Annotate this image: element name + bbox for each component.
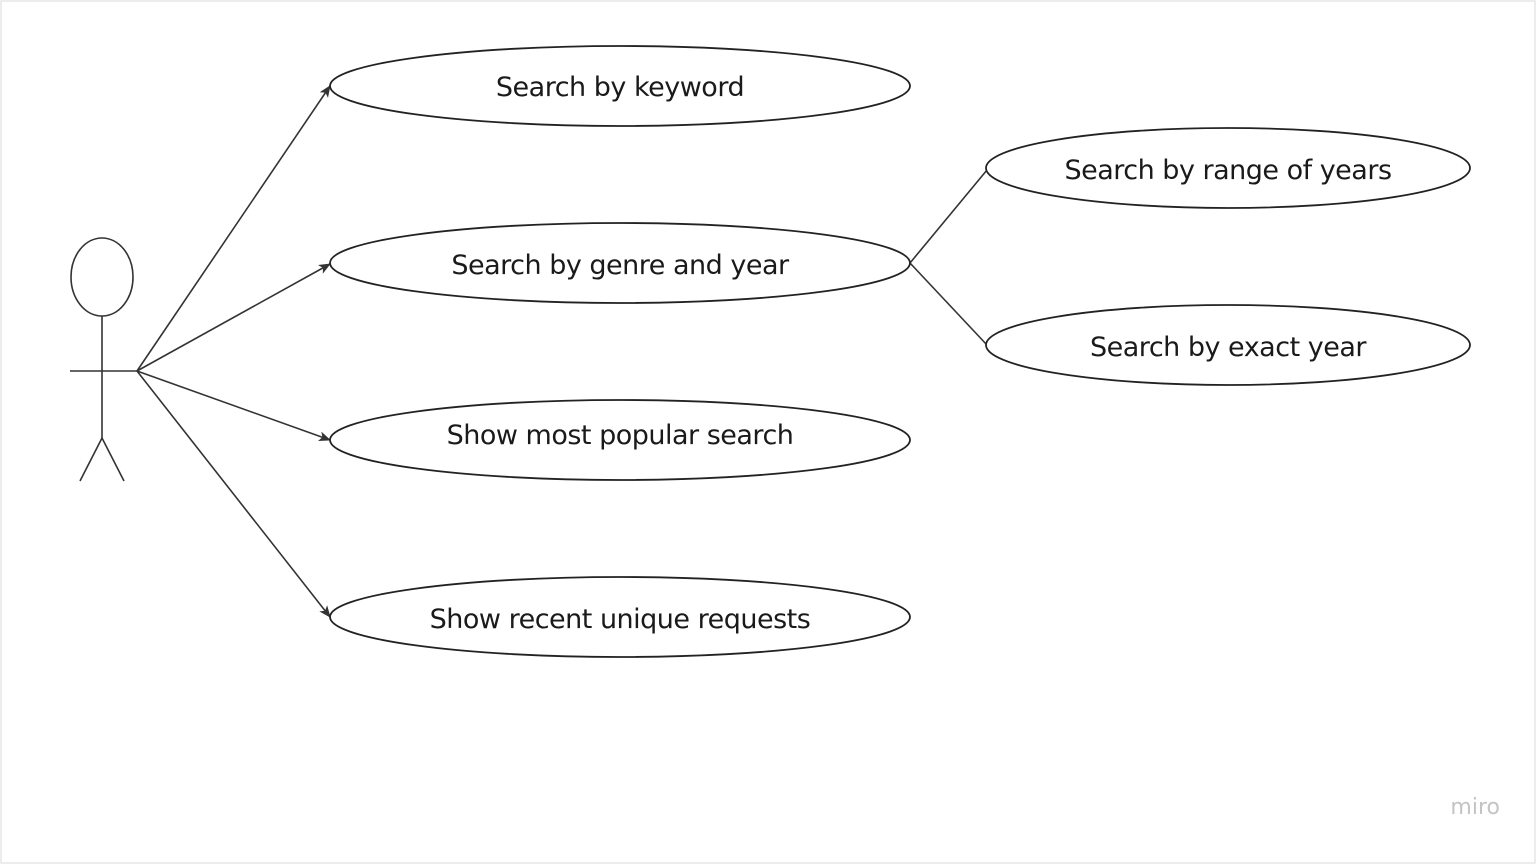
link-exact-year [909, 262, 988, 346]
use-case-search-by-genre-and-year[interactable]: Search by genre and year [329, 222, 911, 304]
association-popular [136, 370, 331, 442]
association-genre-year [136, 263, 331, 372]
use-case-label: Search by exact year [1090, 332, 1367, 363]
miro-watermark: miro [1450, 795, 1500, 820]
use-case-show-recent-unique-requests[interactable]: Show recent unique requests [329, 576, 911, 658]
use-case-show-most-popular-search[interactable]: Show most popular search [329, 399, 911, 481]
use-case-search-by-keyword[interactable]: Search by keyword [329, 45, 911, 127]
actor-head [70, 237, 134, 317]
link-range-years [909, 169, 988, 264]
actor-right-leg [101, 437, 125, 482]
use-case-label: Show most popular search [447, 420, 794, 451]
use-case-label: Show recent unique requests [430, 604, 811, 635]
use-case-label: Search by genre and year [451, 250, 790, 281]
actor-stick-figure-icon [70, 237, 137, 482]
association-keyword [136, 85, 331, 372]
use-case-search-by-exact-year[interactable]: Search by exact year [985, 304, 1471, 386]
actor-left-leg [79, 437, 103, 482]
use-case-label: Search by keyword [496, 72, 744, 103]
association-recent [136, 370, 331, 618]
use-case-search-by-range-of-years[interactable]: Search by range of years [985, 127, 1471, 209]
use-case-label: Search by range of years [1064, 155, 1391, 186]
